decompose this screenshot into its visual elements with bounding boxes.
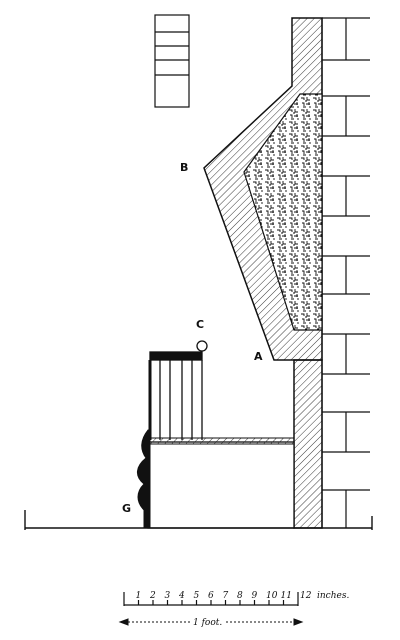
- scale-tick-label: 7: [223, 591, 229, 601]
- scale-span-arrow: [118, 618, 304, 626]
- scale-bar: [123, 592, 299, 606]
- scale-tick-label: 4: [178, 591, 185, 601]
- scale-tick-label: 3: [165, 591, 171, 601]
- bench: [147, 437, 295, 529]
- label-b: B: [180, 161, 188, 174]
- scale-unit: inches.: [317, 591, 349, 601]
- window-grid: [154, 14, 190, 108]
- scale-tick-label: 12: [300, 591, 312, 601]
- label-a: A: [254, 350, 263, 363]
- scale-tick-label: 6: [208, 591, 214, 601]
- lower-column: [293, 359, 323, 529]
- brick-wall: [321, 17, 370, 528]
- scale-tick-label: 10: [266, 591, 278, 601]
- bracket-g: [137, 429, 151, 529]
- scale-tick-label: 2: [149, 591, 156, 601]
- scale-tick-label: 11: [281, 591, 292, 601]
- scale-tick-label: 5: [194, 591, 200, 601]
- scale-tick-label: 8: [237, 591, 243, 601]
- railing: [148, 340, 208, 440]
- hood-rubble-fill: [243, 93, 323, 331]
- scale-tick-label: 9: [252, 591, 258, 601]
- label-g: G: [122, 502, 131, 515]
- label-c: C: [196, 318, 204, 331]
- scale-span-label: 1 foot.: [193, 618, 222, 628]
- ground-line: [24, 510, 373, 530]
- scale-tick-label: 1: [136, 591, 142, 601]
